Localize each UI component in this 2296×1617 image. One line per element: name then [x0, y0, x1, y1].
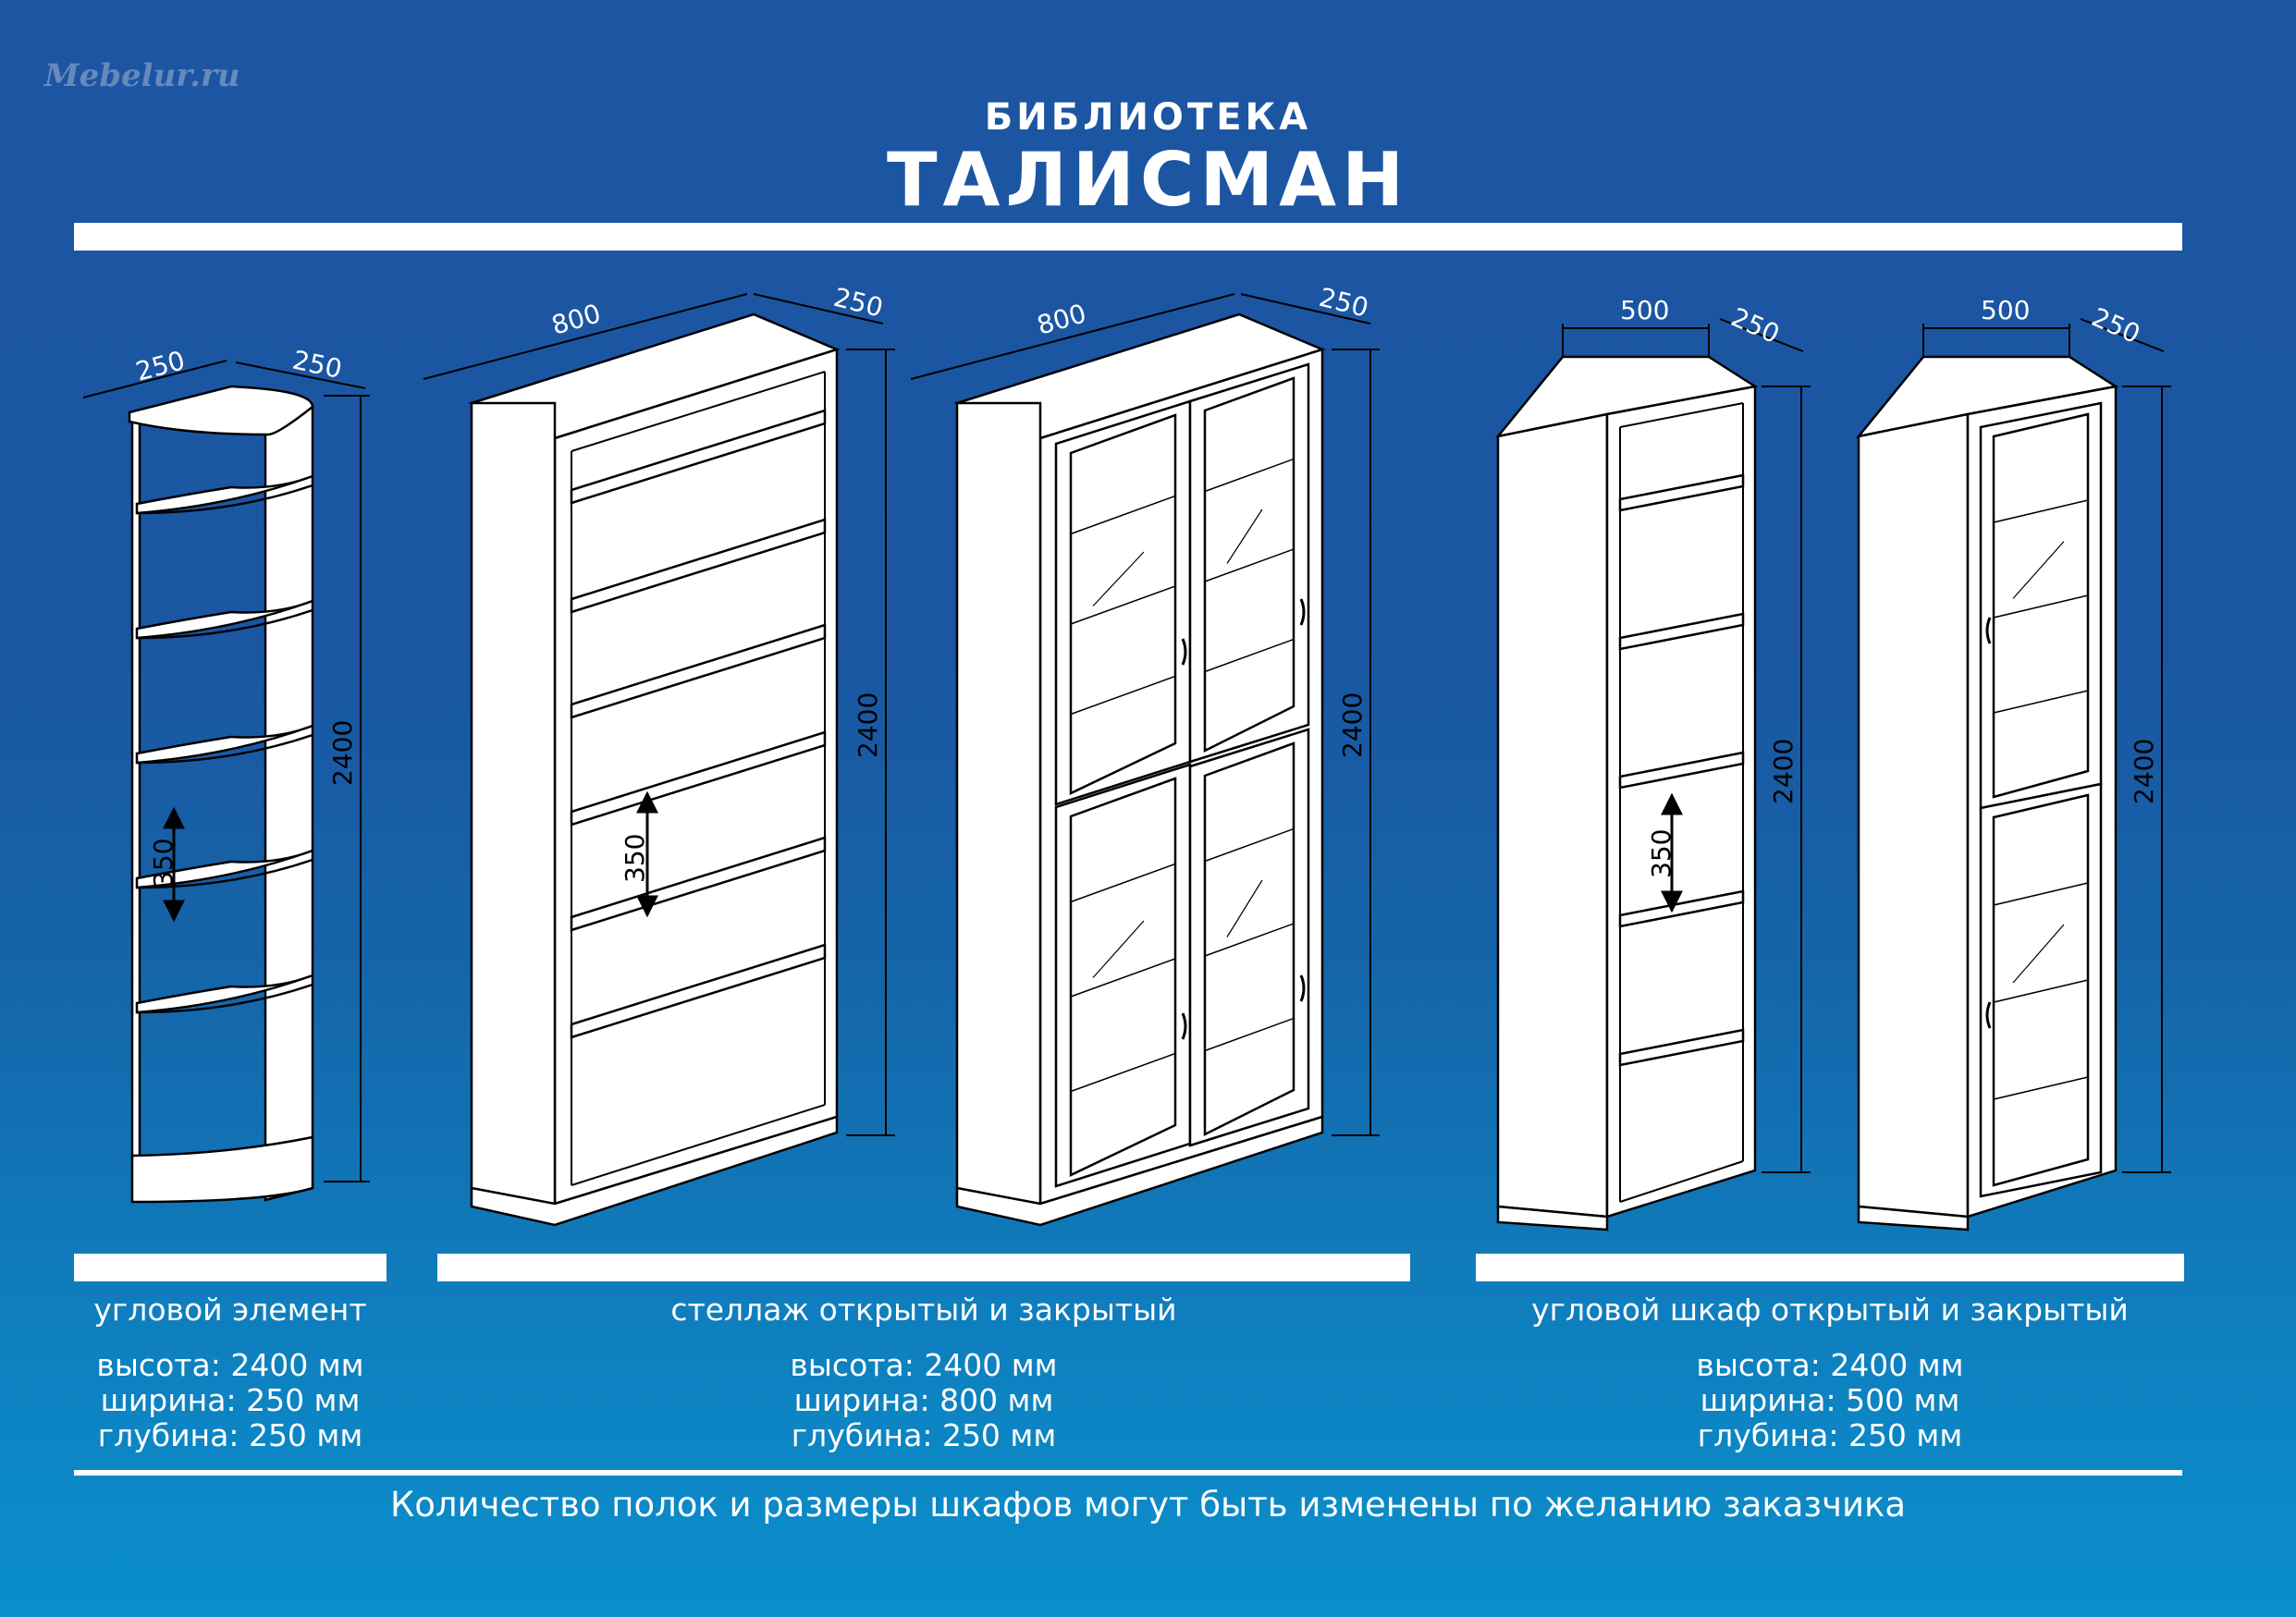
item-specs: высота: 2400 мм ширина: 800 мм глубина: … [437, 1348, 1410, 1453]
item-specs: высота: 2400 мм ширина: 250 мм глубина: … [74, 1348, 387, 1453]
door-handle [1181, 1012, 1187, 1040]
door-handle [1985, 1001, 1992, 1029]
cabinet-glass-height-label: 2400 [2129, 739, 2159, 804]
glass-shelf-line [1070, 495, 1176, 535]
glass-shelf-line [1993, 499, 2089, 523]
item-name: угловой шкаф открытый и закрытый [1531, 1292, 2129, 1328]
door-handle [1181, 638, 1187, 666]
glass-shelf-line [1070, 1052, 1176, 1093]
spec-width: ширина: 800 мм [793, 1382, 1054, 1418]
glass-shelf-line [1204, 548, 1295, 582]
spec-depth: глубина: 250 мм [97, 1417, 363, 1453]
glass-glare [1092, 920, 1145, 978]
spec-height: высота: 2400 мм [1696, 1347, 1964, 1383]
glass-glare [1226, 879, 1263, 937]
section-bar-corner-cabinet [1476, 1254, 2184, 1281]
glass-depth-label: 250 [1316, 282, 1371, 324]
item-name: стеллаж открытый и закрытый [670, 1292, 1177, 1328]
glass-shelf-line [1204, 458, 1295, 493]
open-shelving-drawing [423, 293, 895, 1227]
cabinet-glass-depth-label: 250 [2087, 301, 2144, 349]
shelf-board [135, 474, 313, 515]
glass-shelf-line [1993, 594, 2089, 619]
spec-width: ширина: 250 мм [100, 1382, 361, 1418]
glass-glare [1092, 551, 1145, 606]
corner-gap-label: 350 [148, 839, 178, 888]
spec-depth: глубина: 250 мм [791, 1417, 1057, 1453]
subtitle: БИБЛИОТЕКА [984, 96, 1312, 139]
glass-pane [1992, 793, 2090, 1187]
corner-cabinet-glass-drawing [1855, 318, 2171, 1231]
spec-height: высота: 2400 мм [96, 1347, 364, 1383]
footer-note: Количество полок и размеры шкафов могут … [389, 1485, 1907, 1525]
glass-glare [2012, 541, 2065, 599]
glass-shelf-line [1993, 979, 2089, 1003]
glass-pane [1992, 412, 2090, 799]
open-height-label: 2400 [853, 692, 883, 758]
glass-shelf-line [1070, 585, 1176, 625]
shelf-edge [136, 484, 313, 515]
glass-shelf-line [1070, 675, 1176, 716]
glass-shelf-line [1070, 958, 1176, 998]
glass-glare [2012, 924, 2065, 984]
cabinet-open-depth-label: 250 [1726, 301, 1784, 349]
page-title: ТАЛИСМАН [886, 137, 1410, 223]
spec-height: высота: 2400 мм [790, 1347, 1058, 1383]
shelf-board [135, 724, 313, 765]
corner-width-label: 250 [132, 345, 188, 387]
glass-shelf-line [1993, 882, 2089, 906]
glass-shelf-line [1204, 923, 1295, 957]
section-bar-shelving [437, 1254, 1410, 1281]
corner-element-drawing [82, 360, 370, 1204]
glass-shelving-drawing [910, 293, 1380, 1227]
glass-shelf-line [1204, 1017, 1295, 1052]
open-depth-label: 250 [830, 282, 886, 324]
shelf-edge [136, 983, 313, 1014]
glass-shelf-line [1993, 1076, 2089, 1100]
glass-glare [1226, 508, 1263, 564]
cabinet-glass-width-label: 500 [1981, 295, 2030, 325]
footer-divider [74, 1470, 2182, 1476]
glass-pane [1069, 413, 1177, 795]
watermark: Mebelur.ru [44, 57, 240, 94]
section-bar-corner-element [74, 1254, 387, 1281]
spec-depth: глубина: 250 мм [1697, 1417, 1963, 1453]
spec-width: ширина: 500 мм [1700, 1382, 1960, 1418]
glass-pane [1069, 777, 1177, 1177]
shelf-board [135, 599, 313, 640]
shelf-board [135, 974, 313, 1014]
corner-height-label: 2400 [327, 720, 358, 786]
open-gap-label: 350 [620, 834, 650, 883]
door-handle [1299, 974, 1306, 1002]
cabinet-open-gap-label: 350 [1646, 829, 1676, 878]
shelf-edge [136, 733, 313, 765]
cabinet-open-width-label: 500 [1620, 295, 1669, 325]
item-name: угловой элемент [93, 1292, 367, 1328]
shelf-edge [136, 608, 313, 640]
door-handle [1299, 598, 1306, 626]
title-divider [74, 223, 2182, 251]
shelf-edge [136, 858, 313, 889]
glass-pane [1203, 741, 1295, 1137]
glass-shelf-line [1993, 690, 2089, 714]
glass-height-label: 2400 [1337, 692, 1368, 758]
glass-shelf-line [1070, 863, 1176, 903]
door-handle [1985, 617, 1992, 644]
glass-pane [1203, 376, 1295, 753]
corner-cabinet-open-drawing [1494, 318, 1811, 1231]
corner-depth-label: 250 [290, 345, 345, 385]
cabinet-open-height-label: 2400 [1768, 739, 1799, 804]
glass-shelf-line [1204, 827, 1295, 863]
item-specs: высота: 2400 мм ширина: 500 мм глубина: … [1476, 1348, 2184, 1453]
glass-shelf-line [1204, 638, 1295, 673]
